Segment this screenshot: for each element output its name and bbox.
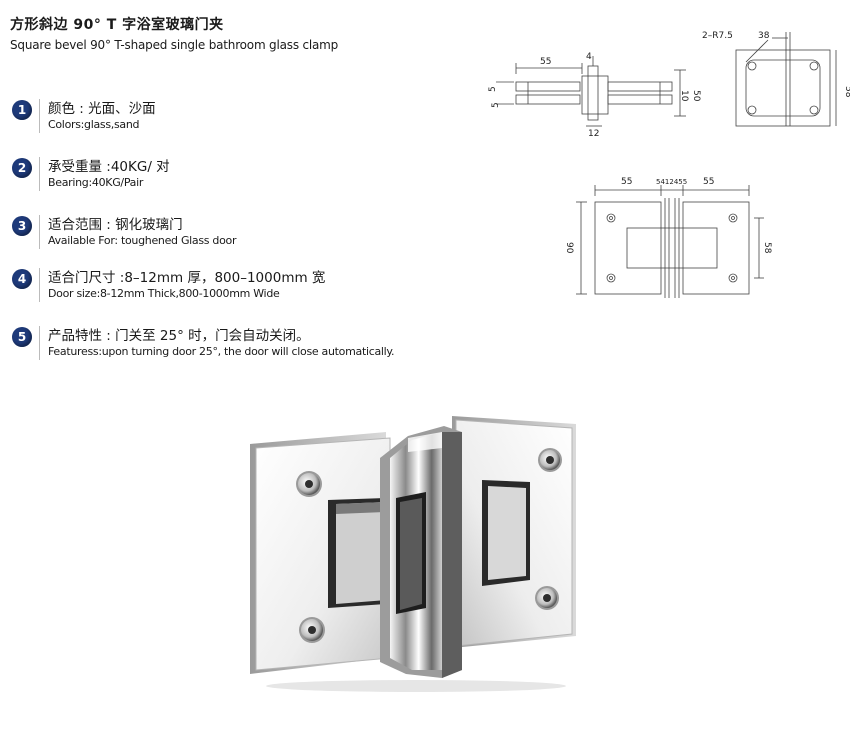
front-view-drawing: 55 5412455 55 90 58 — [565, 177, 772, 298]
dim-38: 38 — [758, 31, 770, 41]
feature-color: 1 颜色 : 光面、沙面 Colors:glass,sand — [12, 97, 492, 139]
feature-label-en: Door size:8-12mm Thick,800-1000mm Wide — [48, 287, 280, 300]
feature-divider — [39, 99, 40, 133]
feature-divider — [39, 157, 40, 191]
feature-door-size: 4 适合门尺寸 :8–12mm 厚，800–1000mm 宽 Door size… — [12, 266, 492, 308]
feature-auto-close: 5 产品特性 : 门关至 25° 时，门会自动关闭。 Featuress:upo… — [12, 324, 492, 366]
feature-number-badge: 1 — [12, 100, 32, 120]
feature-divider — [39, 268, 40, 302]
side-view-drawing: 55 4 5 5 10 50 12 — [488, 52, 701, 139]
dim-10: 10 — [679, 90, 689, 102]
feature-label-en: Available For: toughened Glass door — [48, 234, 237, 247]
dim-55: 55 — [540, 57, 551, 67]
product-title-en: Square bevel 90° T-shaped single bathroo… — [10, 38, 339, 52]
feature-label-cn: 颜色 : 光面、沙面 — [48, 101, 156, 117]
feature-divider — [39, 215, 40, 249]
feature-label-cn: 适合范围 : 钢化玻璃门 — [48, 217, 183, 233]
dim-55-left: 55 — [621, 177, 632, 187]
dim-5-top: 5 — [488, 86, 498, 92]
feature-label-en: Featuress:upon turning door 25°, the doo… — [48, 345, 395, 358]
feature-label-cn: 承受重量 :40KG/ 对 — [48, 159, 170, 175]
dim-5-bottom: 5 — [491, 102, 501, 108]
feature-number-badge: 5 — [12, 327, 32, 347]
feature-number-badge: 4 — [12, 269, 32, 289]
feature-available-for: 3 适合范围 : 钢化玻璃门 Available For: toughened … — [12, 213, 492, 255]
product-title-cn: 方形斜边 90° T 字浴室玻璃门夹 — [10, 17, 224, 33]
feature-number-badge: 2 — [12, 158, 32, 178]
dim-58: 58 — [762, 242, 772, 254]
product-photo — [250, 416, 576, 692]
dim-4: 4 — [586, 52, 592, 62]
plate-view-drawing: 2–R7.5 38 58 — [702, 31, 850, 127]
dim-50: 50 — [691, 90, 701, 102]
dim-12: 12 — [588, 129, 599, 139]
feature-bearing: 2 承受重量 :40KG/ 对 Bearing:40KG/Pair — [12, 155, 492, 197]
dim-90: 90 — [565, 242, 574, 254]
dim-center: 5412455 — [656, 178, 687, 186]
feature-number-badge: 3 — [12, 216, 32, 236]
feature-divider — [39, 326, 40, 360]
dim-58: 58 — [843, 86, 850, 98]
dim-55-right: 55 — [703, 177, 714, 187]
dim-radius: 2–R7.5 — [702, 31, 733, 41]
feature-label-en: Colors:glass,sand — [48, 118, 140, 131]
feature-label-cn: 适合门尺寸 :8–12mm 厚，800–1000mm 宽 — [48, 270, 326, 286]
feature-label-cn: 产品特性 : 门关至 25° 时，门会自动关闭。 — [48, 328, 310, 344]
feature-label-en: Bearing:40KG/Pair — [48, 176, 144, 189]
